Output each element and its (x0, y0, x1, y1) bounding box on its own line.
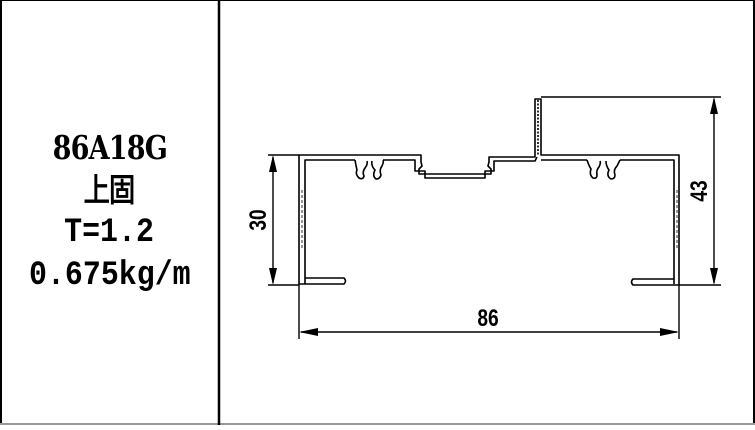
dimension-lines (268, 96, 721, 339)
info-panel: 86A18G 上固 T=1.2 0.675kg/m (0, 0, 219, 423)
dimension-width: 86 (477, 304, 498, 332)
profile-section (298, 98, 680, 286)
wall-thickness: T=1.2 (64, 213, 155, 252)
model-number: 86A18G (52, 127, 167, 167)
part-name: 上固 (84, 170, 136, 209)
dimension-right-height: 43 (685, 180, 713, 201)
unit-weight: 0.675kg/m (28, 256, 191, 295)
dimension-left-height: 30 (244, 209, 272, 230)
